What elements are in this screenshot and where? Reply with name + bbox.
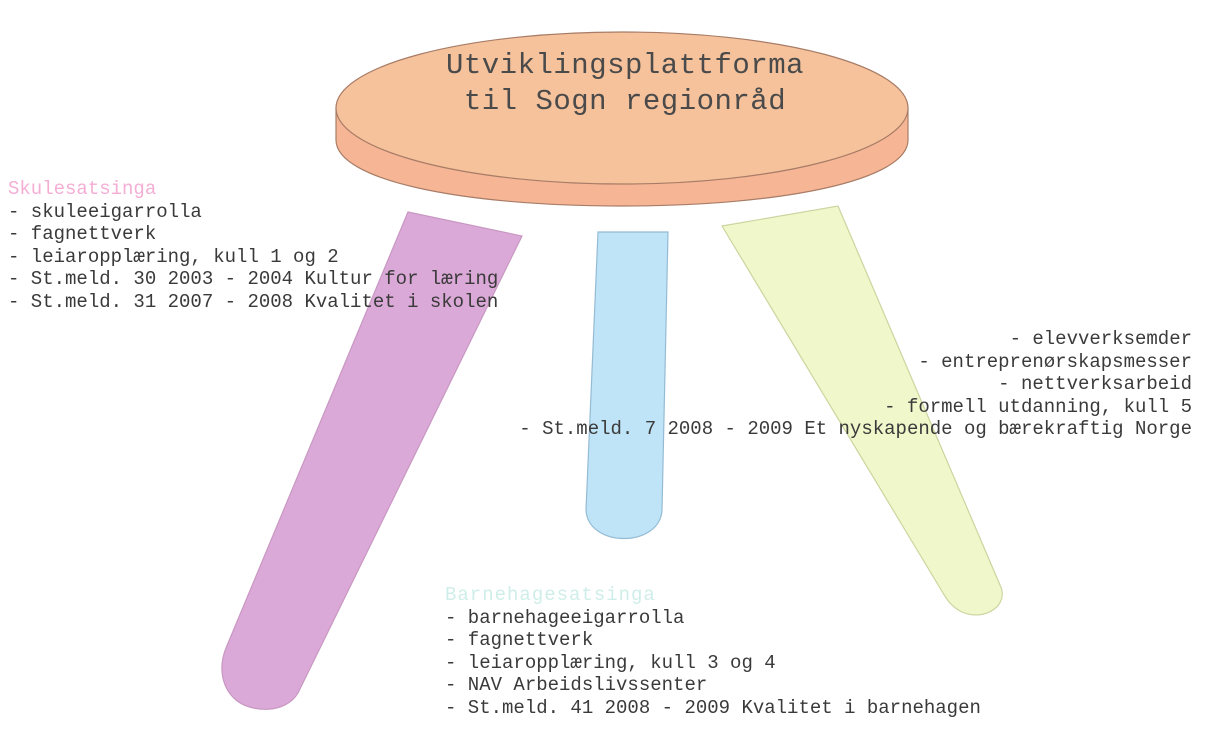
seat-title: Utviklingsplattforma til Sogn regionråd	[340, 48, 910, 120]
list-item: - entreprenørskapsmesser	[918, 350, 1192, 373]
entreprenorskap-block: - elevverksemder - entreprenørskapsmesse…	[519, 328, 1192, 441]
list-item: - elevverksemder	[1009, 328, 1192, 350]
middle-leg	[585, 231, 669, 539]
right-leg	[721, 205, 1003, 616]
barnehage-block: Barnehagesatsinga - barnehageeigarrolla …	[445, 584, 981, 719]
list-item: - nettverksarbeid	[998, 373, 1192, 395]
list-item: - skuleeigarrolla	[8, 200, 202, 223]
list-item: - NAV Arbeidslivssenter	[445, 674, 708, 696]
left-leg	[221, 211, 523, 710]
list-item: - leiaropplæring, kull 1 og 2	[8, 245, 339, 268]
list-item: - fagnettverk	[445, 629, 594, 651]
seat-top	[335, 31, 909, 185]
list-item: - leiaropplæring, kull 3 og 4	[445, 651, 776, 674]
seat-title-line1: Utviklingsplattforma	[445, 49, 805, 82]
list-item: - fagnettverk	[8, 223, 157, 245]
barnehage-heading: Barnehagesatsinga	[445, 584, 656, 606]
list-item: - formell utdanning, kull 5	[884, 395, 1192, 418]
seat-title-line2: til Sogn regionråd	[463, 85, 787, 118]
list-item: - barnehageeigarrolla	[445, 606, 685, 629]
list-item: - St.meld. 31 2007 - 2008 Kvalitet i sko…	[8, 290, 499, 313]
skule-block: Skulesatsinga - skuleeigarrolla - fagnet…	[8, 178, 498, 313]
list-item: - St.meld. 7 2008 - 2009 Et nyskapende o…	[519, 418, 1192, 440]
list-item: - St.meld. 41 2008 - 2009 Kvalitet i bar…	[445, 696, 981, 719]
list-item: - St.meld. 30 2003 - 2004 Kultur for lær…	[8, 268, 499, 290]
skule-heading: Skulesatsinga	[8, 178, 157, 200]
